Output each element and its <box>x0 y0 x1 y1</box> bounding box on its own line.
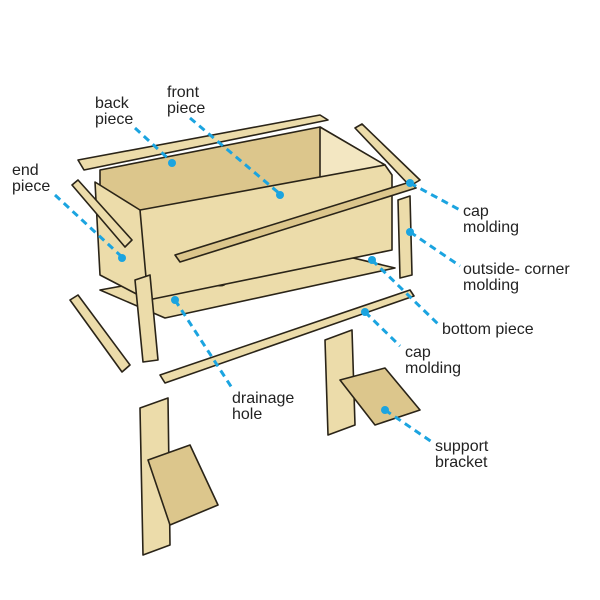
label-line: outside- corner <box>463 261 570 278</box>
label-line: hole <box>232 406 263 423</box>
leader-support-bracket <box>384 408 433 444</box>
leader-cap-molding-top <box>409 181 461 212</box>
label-line: back <box>95 95 129 112</box>
label-line: molding <box>405 360 462 377</box>
leader-bottom-piece <box>370 258 440 326</box>
label-line: piece <box>95 111 134 128</box>
label-line: support <box>435 438 489 455</box>
leader-dot <box>381 406 389 414</box>
label-bottom-piece: bottom piece <box>442 322 534 338</box>
label-line: bracket <box>435 454 488 471</box>
support-bracket-right-shelf <box>339 367 421 426</box>
leader-dot <box>406 228 414 236</box>
leader-lines <box>53 116 461 444</box>
back-cap-molding <box>77 114 329 171</box>
label-line: bottom piece <box>442 321 534 338</box>
leader-dot <box>361 308 369 316</box>
leader-end-piece <box>53 193 124 259</box>
outside-corner-molding <box>397 195 413 279</box>
end-cap-molding <box>71 179 133 248</box>
top-right-cap-molding <box>354 123 421 187</box>
label-line: molding <box>463 277 520 294</box>
front-cap-molding <box>159 289 415 384</box>
leader-dot <box>276 191 284 199</box>
label-line: piece <box>167 100 206 117</box>
label-line: molding <box>463 219 520 236</box>
label-line: piece <box>12 178 51 195</box>
leader-outside-corner <box>409 230 461 268</box>
label-line: drainage <box>232 390 295 407</box>
label-line: end <box>12 162 39 179</box>
leader-dot <box>118 254 126 262</box>
support-bracket-left-shelf <box>147 444 219 526</box>
outside-corner-molding <box>134 274 159 363</box>
label-line: cap <box>405 344 431 361</box>
label-line: front <box>167 84 200 101</box>
loose-end-cap-molding <box>69 294 131 373</box>
leader-dot <box>406 179 414 187</box>
leader-front-piece <box>189 116 281 196</box>
leader-drainage-hole <box>173 299 234 389</box>
label-line: cap <box>463 203 489 220</box>
front-cap-molding-on-box <box>174 181 417 263</box>
leader-dot <box>171 296 179 304</box>
leader-back-piece <box>133 126 174 164</box>
leader-cap-molding-front <box>363 310 402 348</box>
leader-dot <box>168 159 176 167</box>
support-bracket-right-back <box>324 329 356 436</box>
leader-dot <box>368 256 376 264</box>
